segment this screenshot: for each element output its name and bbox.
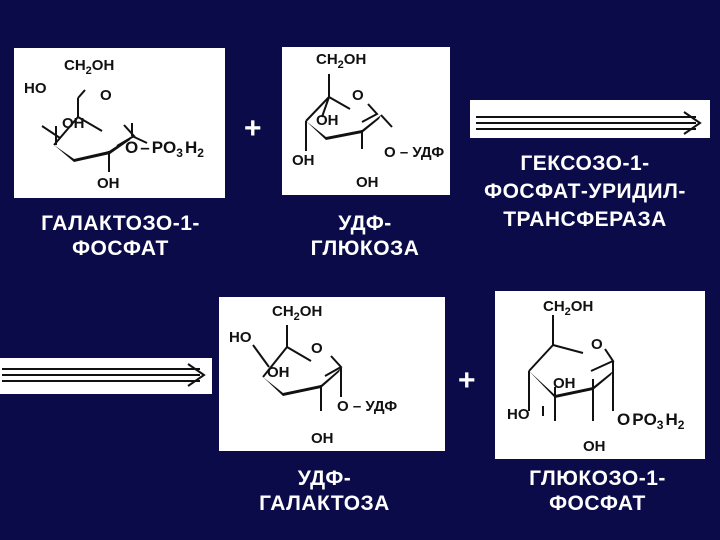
udp-galactose-label-line1: УДФ-: [297, 467, 352, 490]
udp-galactose-structure: CH2OH O HO OH OH O – УДФ: [219, 297, 445, 451]
glucose-label-line1: ГЛЮКОЗО-1-: [529, 467, 666, 490]
plus-sign-bottom: +: [458, 364, 476, 397]
glucose-label-line2: ФОСФАТ: [549, 492, 646, 515]
galactose-oh-ring-label: OH: [62, 115, 85, 132]
galactose-label-line2: ФОСФАТ: [72, 237, 169, 260]
enzyme-label-line1: ГЕКСОЗО-1-: [520, 152, 650, 175]
udp-galactose-ring-svg: CH2OH O HO OH OH O – УДФ: [229, 303, 397, 447]
plus-sign-top: +: [244, 112, 262, 145]
reaction-arrow-top: [470, 100, 710, 138]
reaction-arrow-bottom: [0, 358, 212, 394]
galactose-oh-bottom-label: OH: [97, 175, 120, 192]
udp-glucose-ring-o-label: O: [352, 87, 364, 104]
udp-glucose-label-line1: УДФ-: [338, 212, 392, 235]
udp-glucose-ring-svg: CH2OH O OH OH OH O – УДФ: [292, 51, 444, 191]
enzyme-label-line3: ТРАНСФЕРАЗА: [503, 208, 667, 231]
galactose-ch2oh-label: CH2OH: [64, 57, 114, 77]
udp-galactose-label-line2: ГАЛАКТОЗА: [259, 492, 390, 515]
udp-galactose-ring-o-label: O: [311, 340, 323, 357]
glucose-1-phosphate-label: ГЛЮКОЗО-1- ФОСФАТ: [495, 466, 700, 516]
udp-glucose-label: УДФ- ГЛЮКОЗА: [280, 211, 450, 261]
udp-galactose-ch2oh-label: CH2OH: [272, 303, 322, 323]
glucose-ch2oh-label: CH2OH: [543, 298, 593, 318]
udp-glucose-oh-bottom-label: OH: [356, 174, 379, 191]
udp-glucose-o-udp-label: O – УДФ: [384, 144, 444, 161]
udp-glucose-oh-ring-label: OH: [316, 112, 339, 129]
glucose-ho-label: HO: [507, 406, 530, 423]
udp-galactose-oh-ring-label: OH: [267, 364, 290, 381]
udp-galactose-ho-label: HO: [229, 329, 252, 346]
enzyme-label: ГЕКСОЗО-1- ФОСФАТ-УРИДИЛ- ТРАНСФЕРАЗА: [455, 150, 715, 234]
galactose-ho-label: HO: [24, 80, 47, 97]
galactose-label-line1: ГАЛАКТОЗО-1-: [41, 212, 200, 235]
udp-glucose-oh-left-label: OH: [292, 152, 315, 169]
enzyme-label-line2: ФОСФАТ-УРИДИЛ-: [484, 180, 686, 203]
arrow-bottom-svg: [2, 363, 206, 387]
udp-galactose-label: УДФ- ГАЛАКТОЗА: [222, 466, 427, 516]
udp-glucose-ch2oh-label: CH2OH: [316, 51, 366, 71]
arrow-top-svg: [476, 111, 702, 135]
galactose-ring-o-label: O: [100, 87, 112, 104]
glucose-oh-ring-label: OH: [553, 375, 576, 392]
udp-galactose-oh-bottom-label: OH: [311, 430, 334, 447]
udp-glucose-structure: CH2OH O OH OH OH O – УДФ: [282, 47, 450, 195]
glucose-oh-bottom-label: OH: [583, 438, 606, 455]
galactose-1-phosphate-label: ГАЛАКТОЗО-1- ФОСФАТ: [18, 211, 223, 261]
udp-glucose-label-line2: ГЛЮКОЗА: [310, 237, 420, 260]
udp-galactose-o-udp-label: O – УДФ: [337, 398, 397, 415]
glucose-ring-o-label: O: [591, 336, 603, 353]
